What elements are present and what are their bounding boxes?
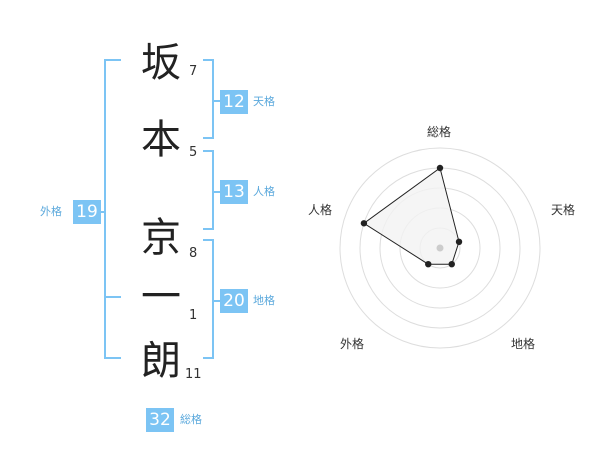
chikaku-bracket xyxy=(203,239,214,359)
jinkaku-value: 13 xyxy=(220,180,248,204)
name-char-3: 京 xyxy=(141,215,181,261)
radar-point-1 xyxy=(455,238,463,246)
tenkaku-value: 12 xyxy=(220,90,248,114)
stroke-count-4: 1 xyxy=(189,308,198,323)
name-char-5: 朗 xyxy=(141,338,181,384)
radar-axis-label-gaikaku: 外格 xyxy=(340,337,365,351)
radar-axis-label-tenkaku: 天格 xyxy=(551,203,576,217)
radar-axis-label-jinkaku: 人格 xyxy=(308,203,333,217)
name-char-1: 坂 xyxy=(141,40,181,86)
gaikaku-label: 外格 xyxy=(40,205,62,218)
radar-ring xyxy=(339,147,541,349)
chikaku-value: 20 xyxy=(220,289,248,313)
radar-center-dot xyxy=(436,244,444,252)
tenkaku-bracket xyxy=(203,59,214,139)
radar-point-3 xyxy=(425,260,432,268)
tenkaku-label: 天格 xyxy=(253,95,275,108)
chikaku-label: 地格 xyxy=(253,294,275,307)
radar-series-polygon xyxy=(363,167,460,265)
jinkaku-bracket xyxy=(203,150,214,230)
gaikaku-bracket xyxy=(104,59,121,359)
radar-axis-label-chikaku: 地格 xyxy=(511,337,536,351)
gaikaku-value: 19 xyxy=(73,200,101,224)
stroke-count-5: 11 xyxy=(185,367,202,382)
stroke-count-2: 5 xyxy=(189,145,198,160)
stroke-count-1: 7 xyxy=(189,64,198,79)
name-char-2: 本 xyxy=(141,117,181,163)
radar-point-0 xyxy=(436,164,444,172)
jinkaku-label: 人格 xyxy=(253,185,275,198)
soukaku-label: 総格 xyxy=(180,413,202,426)
soukaku-value: 32 xyxy=(146,408,174,432)
stroke-count-3: 8 xyxy=(189,246,198,261)
name-char-4: 一 xyxy=(141,274,181,320)
radar-axis-label-soukaku: 総格 xyxy=(427,125,452,139)
radar-point-4 xyxy=(360,220,368,227)
radar-point-2 xyxy=(448,260,455,268)
